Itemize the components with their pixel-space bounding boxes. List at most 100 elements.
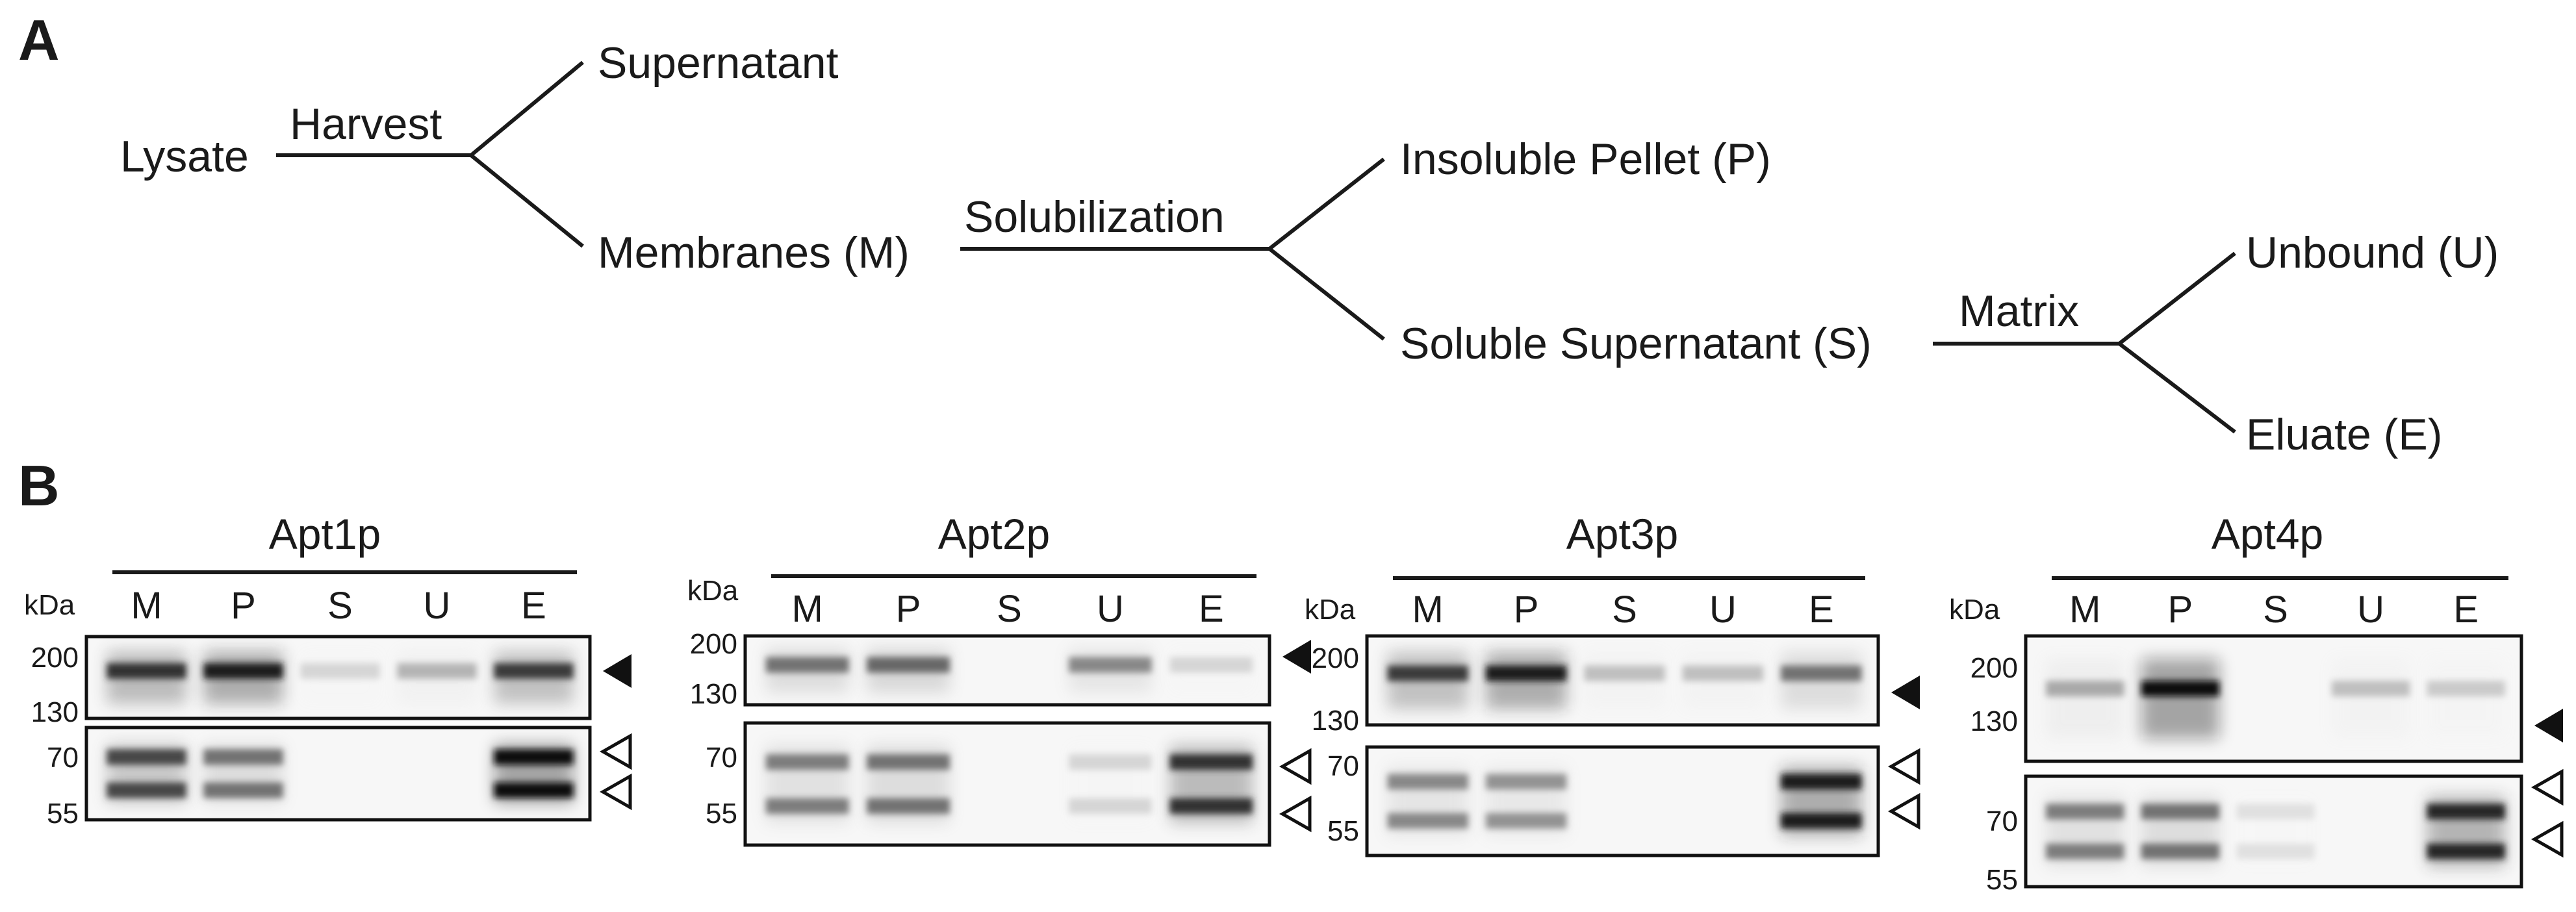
open-arrowhead-icon (2531, 820, 2564, 858)
marker-55: 55 (1986, 864, 2018, 896)
lysate-label: Lysate (120, 132, 249, 181)
blot-title: Apt1p (269, 510, 381, 558)
panel-b-letter: B (18, 453, 60, 518)
top-band (2141, 681, 2220, 697)
blot-title: Apt3p (1566, 510, 1678, 558)
top-smear (2046, 658, 2124, 739)
bottom-band (1069, 798, 1152, 814)
blot-title: Apt2p (938, 510, 1050, 558)
top-smear (2331, 658, 2410, 739)
marker-55: 55 (706, 798, 737, 830)
bottom-band (1387, 774, 1468, 790)
bottom-band (2046, 804, 2124, 820)
bottom-band (2427, 843, 2505, 859)
top-band (397, 663, 477, 679)
lane-label-e: E (2453, 589, 2479, 631)
lane-label-m: M (2069, 589, 2100, 631)
marker-130: 130 (690, 678, 737, 710)
top-smear (2141, 658, 2220, 739)
top-band (300, 663, 380, 679)
bottom-band (867, 754, 950, 770)
lane-label-p: P (2168, 589, 2193, 631)
marker-70: 70 (47, 742, 79, 774)
lane-label-s: S (2263, 589, 2288, 631)
panel-a-letter: A (18, 8, 60, 72)
to-eluate-line (2118, 342, 2236, 434)
bottom-band (765, 754, 849, 770)
kda-label: kDa (687, 575, 739, 607)
top-gel-frame (84, 635, 592, 720)
marker-200: 200 (31, 642, 79, 674)
supernatant-label: Supernatant (598, 38, 839, 88)
marker-55: 55 (1327, 815, 1359, 847)
top-band (765, 657, 849, 673)
marker-130: 130 (31, 696, 79, 728)
bottom-band (2141, 843, 2220, 859)
filled-arrowhead-icon (603, 654, 631, 688)
lane-label-e: E (521, 585, 546, 627)
panel-a: A Lysate Harvest Supernatant Membranes (… (18, 8, 2499, 459)
bottom-band (203, 749, 283, 765)
open-arrowhead-icon (1279, 795, 1312, 833)
open-arrowhead-icon (2531, 768, 2564, 806)
bottom-band (2236, 843, 2315, 859)
bottom-band (2046, 843, 2124, 859)
open-arrowhead-icon (599, 773, 632, 811)
bottom-band (1781, 813, 1862, 829)
lane-label-e: E (1809, 589, 1834, 631)
membranes-label: Membranes (M) (598, 228, 910, 277)
top-band (1781, 665, 1862, 681)
lane-label-p: P (231, 585, 256, 627)
filled-arrowhead-icon (1891, 676, 1920, 709)
bottom-gel-frame (2024, 774, 2523, 889)
open-arrowhead-icon (1887, 792, 1920, 830)
top-band (1486, 665, 1567, 681)
open-arrowhead-icon (1887, 748, 1920, 785)
filled-arrowhead-icon (1282, 640, 1311, 674)
marker-130: 130 (1970, 705, 2018, 737)
bottom-gel-frame (743, 721, 1271, 847)
marker-200: 200 (1970, 652, 2018, 684)
lane-label-u: U (2357, 589, 2384, 631)
bottom-band (2141, 804, 2220, 820)
matrix-label: Matrix (1959, 286, 2079, 336)
top-band (1584, 665, 1665, 681)
lane-label-m: M (1412, 589, 1444, 631)
bottom-band (1781, 774, 1862, 790)
top-gel-frame (743, 634, 1271, 707)
open-arrowhead-icon (599, 733, 632, 770)
lane-label-u: U (1709, 589, 1737, 631)
top-band (1682, 665, 1763, 681)
bottom-band (203, 782, 283, 798)
bottom-band (494, 782, 574, 798)
marker-200: 200 (690, 628, 737, 660)
marker-130: 130 (1312, 705, 1359, 737)
unbound-label: Unbound (U) (2246, 228, 2499, 277)
eluate-label: Eluate (E) (2246, 410, 2442, 459)
bottom-band (765, 798, 849, 814)
blots-layer: Apt1p kDa M P S U E 200 130 70 55 Apt2p kDa M P S U E 200 1… (24, 510, 2564, 896)
bottom-gel-frame (1365, 745, 1880, 857)
top-band (1069, 657, 1152, 673)
bottom-band (1169, 798, 1253, 814)
bottom-band (2427, 804, 2505, 820)
kda-label: kDa (1949, 594, 2000, 626)
kda-label: kDa (24, 589, 75, 621)
insoluble-pellet-label: Insoluble Pellet (P) (1400, 134, 1771, 184)
lane-label-p: P (896, 588, 921, 630)
top-band (1387, 665, 1468, 681)
solubilization-label: Solubilization (964, 192, 1225, 242)
bottom-band (2236, 804, 2315, 820)
filled-arrowhead-icon (2534, 709, 2563, 742)
marker-70: 70 (1986, 805, 2018, 837)
lane-label-u: U (424, 585, 451, 627)
soluble-supernatant-label: Soluble Supernatant (S) (1400, 319, 1872, 368)
lane-label-s: S (327, 585, 353, 627)
to-membranes-line (470, 153, 584, 248)
top-smear (2427, 658, 2505, 739)
marker-70: 70 (706, 742, 737, 774)
